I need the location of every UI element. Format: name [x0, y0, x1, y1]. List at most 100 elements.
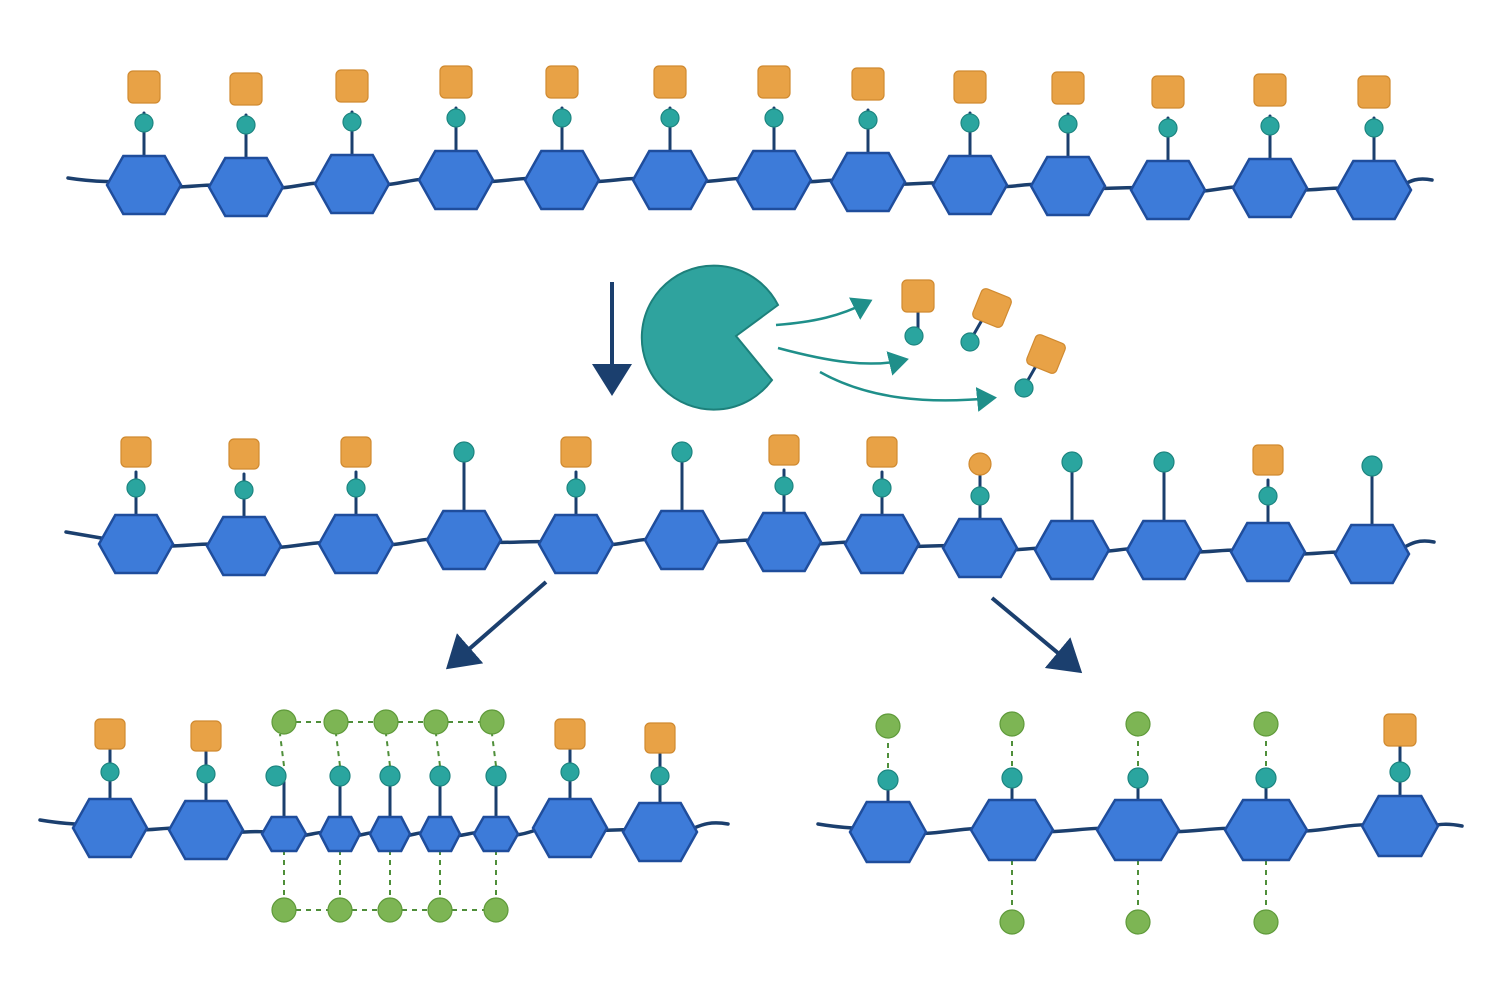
green-bead-icon — [1253, 711, 1279, 737]
hexagon-icon — [745, 511, 823, 573]
green-bead-icon — [323, 709, 349, 735]
teal-circle-icon — [566, 478, 586, 498]
native-chain — [66, 65, 1434, 221]
teal-circle-icon — [446, 108, 466, 128]
teal-circle-icon — [196, 764, 216, 784]
orange-square-icon — [851, 67, 885, 101]
teal-circle-icon — [1001, 767, 1023, 789]
hexagon-icon — [207, 156, 285, 218]
orange-square-icon — [1252, 444, 1284, 476]
teal-circle-icon — [1260, 116, 1280, 136]
green-bead-icon — [427, 897, 453, 923]
released-substituent — [1014, 334, 1066, 398]
crosslink-bond — [335, 733, 341, 767]
teal-circle-icon — [970, 486, 990, 506]
hexagon-icon — [313, 153, 391, 215]
released-groups — [901, 279, 1066, 398]
release-arrow-2 — [777, 346, 909, 376]
teal-circle-icon — [234, 480, 254, 500]
teal-circle-icon — [1389, 761, 1411, 783]
hexagon-icon — [1095, 798, 1181, 862]
orange-square-icon — [1383, 713, 1417, 747]
teal-circle-icon — [126, 478, 146, 498]
orange-square-icon — [127, 70, 161, 104]
teal-circle-icon — [774, 476, 794, 496]
green-bead-icon — [377, 897, 403, 923]
crosslink-bond — [491, 733, 497, 767]
hexagon-icon — [537, 513, 615, 575]
teal-circle-icon — [1361, 455, 1383, 477]
hexagon-icon — [531, 797, 609, 859]
orange-square-icon — [190, 720, 222, 752]
orange-square-icon — [757, 65, 791, 99]
crosslink-bond — [435, 733, 441, 767]
orange-circle-icon — [968, 452, 992, 476]
orange-square-icon — [901, 279, 935, 313]
orange-square-icon — [653, 65, 687, 99]
hexagon-icon — [1033, 519, 1111, 581]
hexagon-icon — [317, 513, 395, 575]
orange-square-icon — [1026, 334, 1066, 374]
green-bead-icon — [999, 711, 1025, 737]
orange-square-icon — [644, 722, 676, 754]
orange-square-icon — [560, 436, 592, 468]
hexagon-icon — [417, 149, 495, 211]
teal-circle-icon — [1153, 451, 1175, 473]
orange-square-icon — [972, 288, 1012, 328]
orange-square-icon — [1357, 75, 1391, 109]
teal-circle-icon — [660, 108, 680, 128]
teal-circle-icon — [453, 441, 475, 463]
hexagon-icon — [1229, 521, 1307, 583]
teal-circle-icon — [265, 765, 287, 787]
teal-circle-icon — [485, 765, 507, 787]
teal-circle-icon — [904, 326, 924, 346]
green-bead-icon — [271, 897, 297, 923]
hexagon-icon — [941, 517, 1019, 579]
teal-circle-icon — [872, 478, 892, 498]
teal-circle-icon — [552, 108, 572, 128]
teal-circle-icon — [671, 441, 693, 463]
arrow-to-crosslinked — [445, 580, 548, 670]
green-bead-icon — [373, 709, 399, 735]
orange-square-icon — [229, 72, 263, 106]
teal-circle-icon — [1364, 118, 1384, 138]
hexagon-icon — [1223, 798, 1309, 862]
orange-square-icon — [335, 69, 369, 103]
teal-circle-icon — [134, 113, 154, 133]
orange-square-icon — [1151, 75, 1185, 109]
teal-circle-icon — [858, 110, 878, 130]
hexagon-icon — [71, 797, 149, 859]
teal-circle-icon — [1258, 486, 1278, 506]
hexagon-icon — [1360, 794, 1440, 858]
green-bead-icon — [483, 897, 509, 923]
teal-circle-icon — [1014, 378, 1034, 398]
green-bead-icon — [1125, 909, 1151, 935]
hexagon-icon — [368, 815, 412, 853]
orange-square-icon — [340, 436, 372, 468]
hexagon-icon — [260, 815, 308, 853]
hexagon-icon — [931, 154, 1009, 216]
hexagon-icon — [631, 149, 709, 211]
hexagon-icon — [969, 798, 1055, 862]
hexagon-icon — [848, 800, 928, 864]
teal-circle-icon — [379, 765, 401, 787]
crosslinked-network-chain — [38, 709, 730, 923]
green-bead-icon — [271, 709, 297, 735]
pacman-enzyme-icon — [640, 264, 780, 411]
hexagon-icon — [735, 149, 813, 211]
orange-square-icon — [228, 438, 260, 470]
orange-square-icon — [94, 718, 126, 750]
hexagon-icon — [205, 515, 283, 577]
green-bead-icon — [1125, 711, 1151, 737]
hexagon-icon — [843, 513, 921, 575]
green-bead-icon — [875, 713, 901, 739]
teal-circle-icon — [650, 766, 670, 786]
orange-square-icon — [866, 436, 898, 468]
teal-circle-icon — [1058, 114, 1078, 134]
teal-circle-icon — [877, 769, 899, 791]
teal-circle-icon — [342, 112, 362, 132]
hexagon-icon — [1125, 519, 1203, 581]
teal-circle-icon — [960, 113, 980, 133]
teal-circle-icon — [764, 108, 784, 128]
hexagon-icon — [1231, 157, 1309, 219]
